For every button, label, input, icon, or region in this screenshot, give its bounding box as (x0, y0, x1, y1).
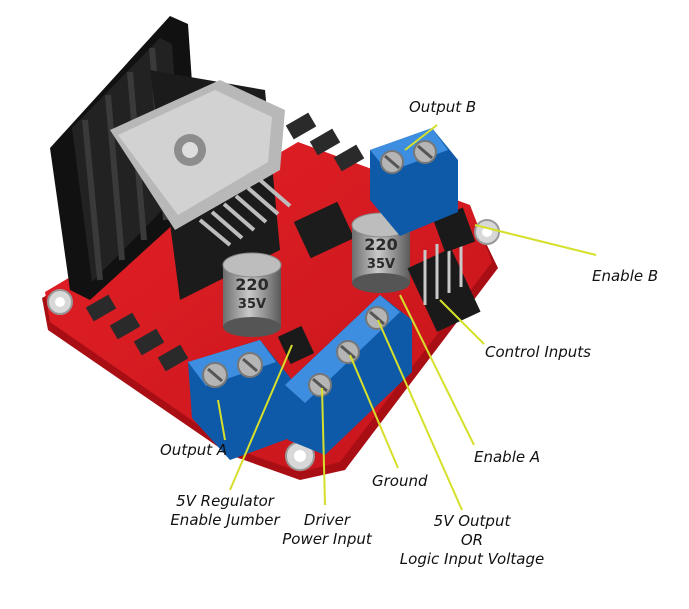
leader-enable-b (474, 224, 597, 256)
diode-row-left (85, 294, 189, 372)
capacitor-value-text: 220 (364, 235, 397, 254)
label-driver-power: Driver Power Input (272, 511, 382, 549)
leader-ground (349, 354, 399, 469)
regulator-chip (293, 201, 355, 259)
label-enable-b: Enable B (592, 267, 659, 285)
leader-lines (217, 124, 597, 511)
label-ground: Ground (372, 472, 428, 490)
leader-regulator (229, 344, 293, 491)
diode-row-right (285, 112, 365, 172)
terminal-output-b (370, 128, 458, 236)
label-enable-a: Enable A (474, 448, 541, 466)
label-5v-regulator: 5V Regulator Enable Jumber (160, 492, 290, 530)
terminal-power (285, 295, 412, 455)
capacitor-right: 220 35V (351, 212, 411, 293)
label-output-b: Output B (409, 98, 477, 116)
terminal-output-a (188, 340, 292, 460)
leader-5v (377, 319, 463, 511)
label-driver-power-line1: Driver (303, 511, 351, 529)
enable-b-jumper (432, 207, 476, 253)
leader-output-b (404, 124, 438, 151)
label-control-inputs: Control Inputs (485, 343, 591, 361)
capacitor-voltage-text: 35V (367, 257, 395, 272)
capacitor-voltage-text: 35V (238, 297, 266, 312)
leader-control-inputs (439, 299, 485, 345)
label-5v-output-line2: OR (460, 531, 484, 549)
capacitor-left: 220 35V (222, 252, 282, 337)
leader-driver (321, 387, 326, 506)
label-5v-output-line3: Logic Input Voltage (399, 550, 545, 568)
control-header-pins (407, 232, 481, 332)
label-5v-output-line1: 5V Output (433, 512, 511, 530)
label-5v-regulator-line1: 5V Regulator (176, 492, 274, 510)
capacitor-value-text: 220 (235, 275, 268, 294)
label-output-a: Output A (160, 441, 228, 459)
label-5v-regulator-line2: Enable Jumber (170, 511, 280, 529)
label-driver-power-line2: Power Input (282, 530, 372, 548)
leader-enable-a (399, 294, 475, 446)
heatsink (50, 16, 292, 300)
label-5v-output: 5V Output OR Logic Input Voltage (392, 512, 552, 569)
leader-output-a (217, 399, 226, 441)
